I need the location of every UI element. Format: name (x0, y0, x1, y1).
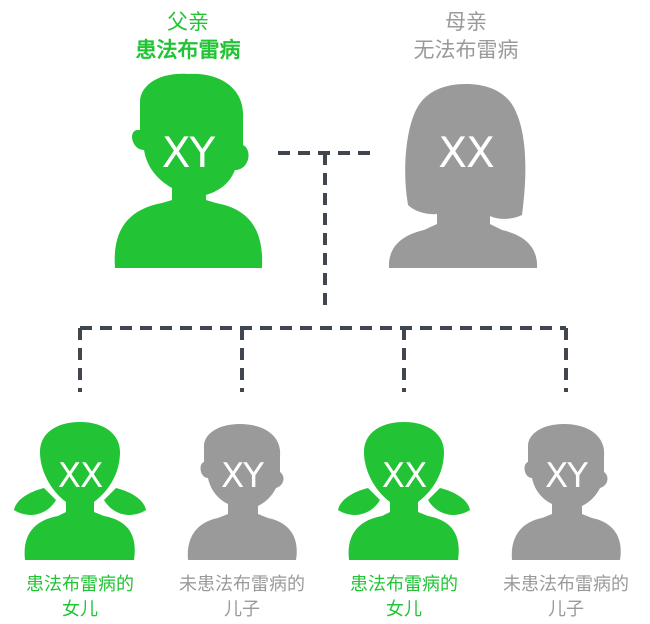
child-4-chromosomes: XY (544, 456, 588, 496)
mother-figure (388, 84, 538, 268)
mother-label: 母亲 无法布雷病 (378, 8, 554, 64)
father-role: 父亲 (167, 10, 209, 34)
child-1-line1: 患法布雷病的 (26, 574, 134, 595)
child-3-line1: 患法布雷病的 (350, 574, 458, 595)
child-4-label: 未患法布雷病的 儿子 (491, 572, 641, 622)
child-4-line2: 儿子 (548, 599, 584, 620)
father-chromosomes: XY (161, 128, 215, 177)
child-3-chromosomes: XX (381, 456, 428, 496)
daughter-1-figure (14, 422, 146, 560)
child-2-line2: 儿子 (224, 599, 260, 620)
child-2-line1: 未患法布雷病的 (179, 574, 305, 595)
daughter-2-figure (338, 422, 470, 560)
family-connectors (78, 151, 568, 392)
child-1-line2: 女儿 (62, 599, 98, 620)
father-status: 患法布雷病 (135, 38, 241, 62)
son-2-figure (511, 424, 621, 560)
child-1-chromosomes: XX (57, 456, 104, 496)
child-1-label: 患法布雷病的 女儿 (5, 572, 155, 622)
child-3-label: 患法布雷病的 女儿 (329, 572, 479, 622)
child-2-chromosomes: XY (220, 456, 264, 496)
son-1-figure (187, 424, 297, 560)
father-label: 父亲 患法布雷病 (100, 8, 276, 64)
child-4-line1: 未患法布雷病的 (503, 574, 629, 595)
mother-chromosomes: XX (438, 128, 495, 177)
father-figure (114, 73, 263, 268)
child-3-line2: 女儿 (386, 599, 422, 620)
child-2-label: 未患法布雷病的 儿子 (167, 572, 317, 622)
mother-role: 母亲 (445, 10, 487, 34)
mother-status: 无法布雷病 (413, 38, 519, 62)
